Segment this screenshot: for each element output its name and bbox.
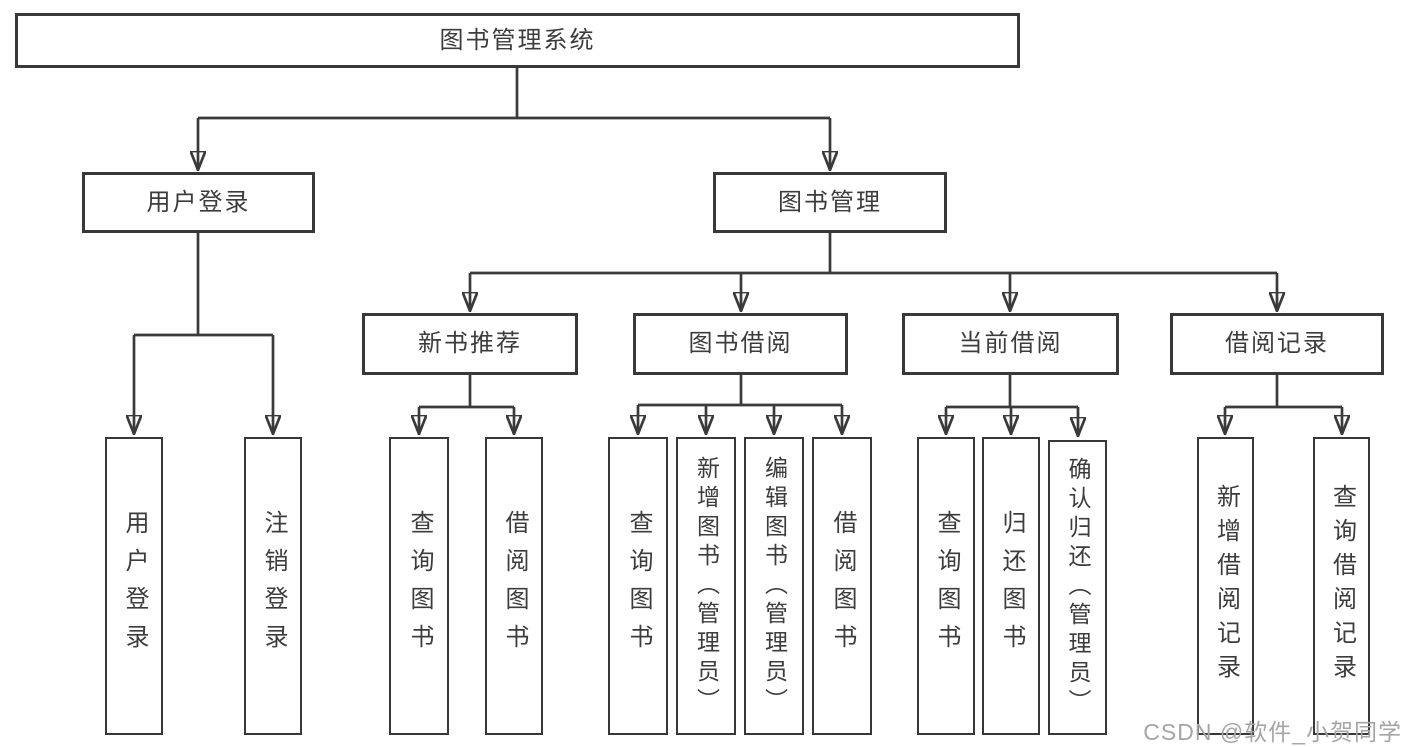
leaf-newbook-query-book: 查询图书 — [389, 437, 449, 735]
leaf-newbook-borrow-book-label: 借阅图书 — [501, 510, 528, 662]
node-borrow-record-label: 借阅记录 — [1225, 330, 1329, 357]
leaf-query-borrow-record-label: 查询借阅记录 — [1328, 484, 1356, 688]
leaf-add-book-admin: 新增图书（管理员） — [676, 437, 736, 735]
node-borrow-record: 借阅记录 — [1170, 313, 1384, 375]
node-root-system-label: 图书管理系统 — [439, 26, 596, 54]
leaf-return-book-label: 归还图书 — [998, 510, 1025, 662]
leaf-bookborrow-borrow-book: 借阅图书 — [812, 437, 872, 735]
leaf-add-borrow-record-label: 新增借阅记录 — [1212, 484, 1240, 688]
node-current-borrow-label: 当前借阅 — [958, 330, 1063, 357]
leaf-query-borrow-record: 查询借阅记录 — [1313, 437, 1370, 735]
node-book-borrow-label: 图书借阅 — [688, 330, 793, 357]
connector-mgmt-rail — [470, 233, 1277, 275]
node-user-login: 用户登录 — [82, 172, 315, 233]
leaf-edit-book-admin: 编辑图书（管理员） — [744, 437, 804, 735]
leaf-bookborrow-borrow-book-label: 借阅图书 — [829, 510, 856, 662]
leaf-user-login-label: 用户登录 — [121, 510, 148, 662]
connector-login-rail — [134, 233, 273, 337]
leaf-user-login: 用户登录 — [105, 437, 163, 735]
node-user-login-label: 用户登录 — [146, 188, 251, 216]
leaf-logout-label: 注销登录 — [260, 510, 287, 662]
node-current-borrow: 当前借阅 — [902, 313, 1119, 375]
connector-record-rail — [1225, 375, 1342, 409]
leaf-current-query-book: 查询图书 — [917, 437, 975, 735]
leaf-confirm-return-admin-label: 确认归还（管理员） — [1065, 457, 1091, 718]
node-root-system: 图书管理系统 — [15, 13, 1020, 68]
leaf-confirm-return-admin: 确认归还（管理员） — [1048, 440, 1107, 735]
connector-root-rail — [198, 68, 830, 120]
leaf-current-query-book-label: 查询图书 — [933, 510, 960, 662]
node-book-management-label: 图书管理 — [778, 188, 882, 216]
leaf-add-borrow-record: 新增借阅记录 — [1197, 437, 1254, 735]
node-new-book-recommend-label: 新书推荐 — [418, 330, 522, 357]
connector-current-rail — [946, 375, 1078, 409]
connector-newbook-rail — [419, 375, 514, 409]
leaf-newbook-borrow-book: 借阅图书 — [485, 437, 543, 735]
leaf-add-book-admin-label: 新增图书（管理员） — [693, 455, 720, 717]
node-book-borrow: 图书借阅 — [633, 313, 848, 375]
leaf-return-book: 归还图书 — [982, 437, 1040, 735]
csdn-watermark: CSDN @软件_小贺同学 — [1143, 719, 1402, 745]
leaf-logout: 注销登录 — [244, 437, 302, 735]
leaf-bookborrow-query-book-label: 查询图书 — [625, 510, 652, 662]
leaf-newbook-query-book-label: 查询图书 — [406, 510, 433, 662]
leaf-bookborrow-query-book: 查询图书 — [608, 437, 668, 735]
leaf-edit-book-admin-label: 编辑图书（管理员） — [761, 455, 788, 717]
node-book-management: 图书管理 — [713, 172, 947, 233]
connector-borrow-rail — [638, 375, 842, 407]
node-new-book-recommend: 新书推荐 — [362, 313, 578, 375]
